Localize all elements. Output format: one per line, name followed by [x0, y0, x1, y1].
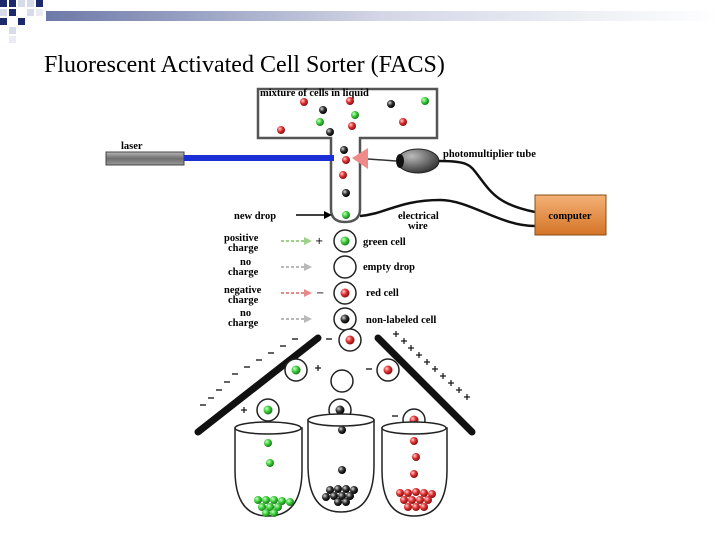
slide-title: Fluorescent Activated Cell Sorter (FACS) [44, 52, 445, 78]
sorted-drops [241, 328, 426, 432]
charge-label-line2: charge [228, 243, 259, 254]
charge-row-negative: negative charge − red cell [224, 281, 399, 306]
collection-tube-green [234, 421, 303, 517]
electrical-wire-label-line2: wire [408, 221, 428, 232]
laser-device [105, 151, 185, 166]
charge-row-positive: positive charge + green cell [224, 229, 406, 254]
charge-row-none-1: no charge empty drop [228, 255, 415, 279]
positive-plate-charges [393, 331, 470, 400]
charge-label-line2: charge [228, 295, 259, 306]
charge-sign: + [315, 236, 323, 247]
charge-label-line2: charge [228, 318, 259, 329]
flow-chamber [256, 87, 439, 224]
charge-label-line1: positive [224, 233, 259, 244]
charge-label-line1: no [240, 308, 251, 319]
charge-row-none-2: no charge non-labeled cell [228, 307, 436, 331]
drop-label: empty drop [363, 262, 415, 273]
collection-tube-unlabeled [307, 413, 375, 513]
electrical-wire-label-line1: electrical [398, 211, 439, 222]
charge-label-line1: no [240, 257, 251, 268]
drop-label: non-labeled cell [366, 315, 436, 326]
charge-label-line1: negative [224, 285, 262, 296]
scattered-light [352, 148, 368, 169]
collection-tube-red [381, 421, 448, 517]
laser-beam [184, 155, 334, 161]
drop-label: red cell [366, 288, 399, 299]
positive-deflection-plate [374, 334, 476, 436]
computer-box [534, 194, 607, 236]
mixture-label: mixture of cells in liquid [260, 88, 369, 99]
drop-label: green cell [363, 237, 406, 248]
negative-plate-charges [200, 338, 298, 406]
pmt-label: photomultiplier tube [443, 149, 536, 160]
electrical-wire [359, 198, 536, 228]
computer-label: computer [548, 211, 591, 222]
title-bar-decoration [46, 11, 720, 21]
laser-label: laser [121, 141, 143, 152]
negative-deflection-plate [194, 334, 322, 436]
corner-decoration [0, 0, 43, 43]
charge-label-line2: charge [228, 267, 259, 278]
pmt-cable [438, 159, 536, 214]
chamber-cells [277, 97, 429, 219]
new-drop-label: new drop [234, 211, 276, 222]
charge-sign: − [316, 288, 324, 299]
